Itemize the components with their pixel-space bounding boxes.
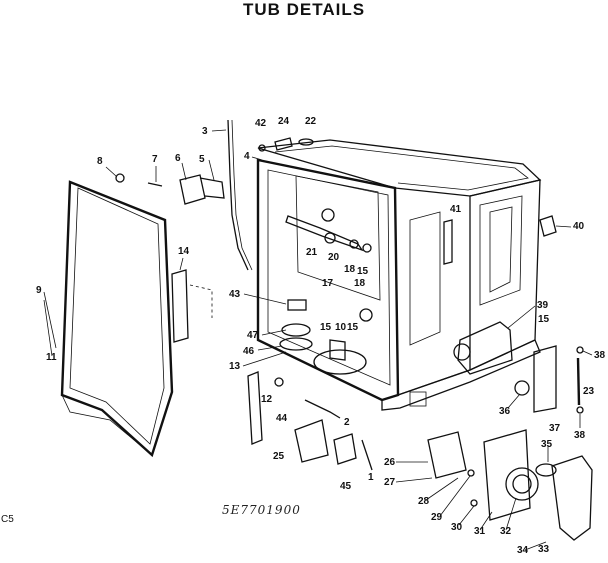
tub-body xyxy=(256,139,542,411)
door-gasket xyxy=(60,180,174,458)
diagram-title: TUB DETAILS xyxy=(242,0,366,19)
part-3-hose xyxy=(227,119,249,271)
callout-10: 10 xyxy=(335,322,347,333)
part-6-hinge xyxy=(179,174,206,205)
part-1-screw xyxy=(361,439,373,471)
callout-30: 30 xyxy=(451,522,463,533)
callout-22: 22 xyxy=(305,116,317,127)
callout-31: 31 xyxy=(474,526,486,537)
callout-12: 12 xyxy=(261,394,273,405)
callout-18b: 18 xyxy=(354,278,366,289)
callout-41: 41 xyxy=(450,204,462,215)
part-14-leader xyxy=(189,284,213,318)
callout-15a: 15 xyxy=(320,322,332,333)
callout-26: 26 xyxy=(384,457,396,468)
callout-14: 14 xyxy=(178,246,190,257)
part-5-bracket xyxy=(199,177,225,199)
part-41-strip xyxy=(443,219,453,265)
part-23-rod xyxy=(576,357,581,406)
part-44-bracket xyxy=(294,419,329,463)
callout-44: 44 xyxy=(276,413,288,424)
callout-8: 8 xyxy=(97,156,103,167)
part-25-latch xyxy=(247,371,263,445)
callout-11: 11 xyxy=(46,352,57,363)
part-39-bracket xyxy=(457,321,513,375)
part-24-fitting xyxy=(274,137,293,151)
callout-1: 1 xyxy=(368,472,374,483)
part-14-bracket xyxy=(171,269,189,343)
callout-28: 28 xyxy=(418,496,430,507)
callout-46: 46 xyxy=(243,346,255,357)
callout-15d: 15 xyxy=(538,314,550,325)
callout-32: 32 xyxy=(500,526,512,537)
callout-43: 43 xyxy=(229,289,241,300)
part-2-link xyxy=(304,399,341,419)
callout-45: 45 xyxy=(340,481,352,492)
callout-29: 29 xyxy=(431,512,443,523)
part-42-fitting xyxy=(258,144,266,152)
callout-18a: 18 xyxy=(344,264,356,275)
callout-23: 23 xyxy=(583,386,595,397)
part-40-clip xyxy=(539,215,557,237)
callout-42: 42 xyxy=(255,118,267,129)
callout-24: 24 xyxy=(278,116,290,127)
callout-7: 7 xyxy=(152,154,158,165)
callout-5: 5 xyxy=(199,154,205,165)
part-8-nut xyxy=(115,173,125,183)
part-12-nut xyxy=(274,377,284,387)
callout-20: 20 xyxy=(328,252,340,263)
pump-motor-assembly xyxy=(427,429,593,541)
callout-37: 37 xyxy=(549,423,561,434)
callout-35: 35 xyxy=(541,439,553,450)
part-37-cover xyxy=(533,345,557,413)
part-45-bracket xyxy=(333,433,357,465)
callout-40: 40 xyxy=(573,221,585,232)
callout-4: 4 xyxy=(244,151,250,162)
callout-36: 36 xyxy=(499,406,511,417)
part-22-washer xyxy=(298,138,314,146)
callout-38a: 38 xyxy=(594,350,606,361)
diagram-code: 5E7701900 xyxy=(222,503,301,517)
callout-3: 3 xyxy=(202,126,208,137)
callout-21: 21 xyxy=(306,247,318,258)
callout-47: 47 xyxy=(247,330,259,341)
corner-label: C5 xyxy=(1,514,14,525)
part-7-screw xyxy=(147,182,163,187)
callout-2: 2 xyxy=(344,417,350,428)
callout-27: 27 xyxy=(384,477,396,488)
callout-9: 9 xyxy=(36,285,42,296)
callout-33: 33 xyxy=(538,544,550,555)
leader-lines xyxy=(43,129,593,551)
callout-6: 6 xyxy=(175,153,181,164)
callout-39: 39 xyxy=(537,300,549,311)
callout-38b: 38 xyxy=(574,430,586,441)
callout-13: 13 xyxy=(229,361,241,372)
spray-assembly xyxy=(279,208,373,361)
callout-17: 17 xyxy=(322,278,334,289)
callout-25: 25 xyxy=(273,451,285,462)
callout-15b: 15 xyxy=(347,322,359,333)
callout-15c: 15 xyxy=(357,266,369,277)
callout-34: 34 xyxy=(517,545,529,556)
part-36-washer xyxy=(514,380,530,396)
